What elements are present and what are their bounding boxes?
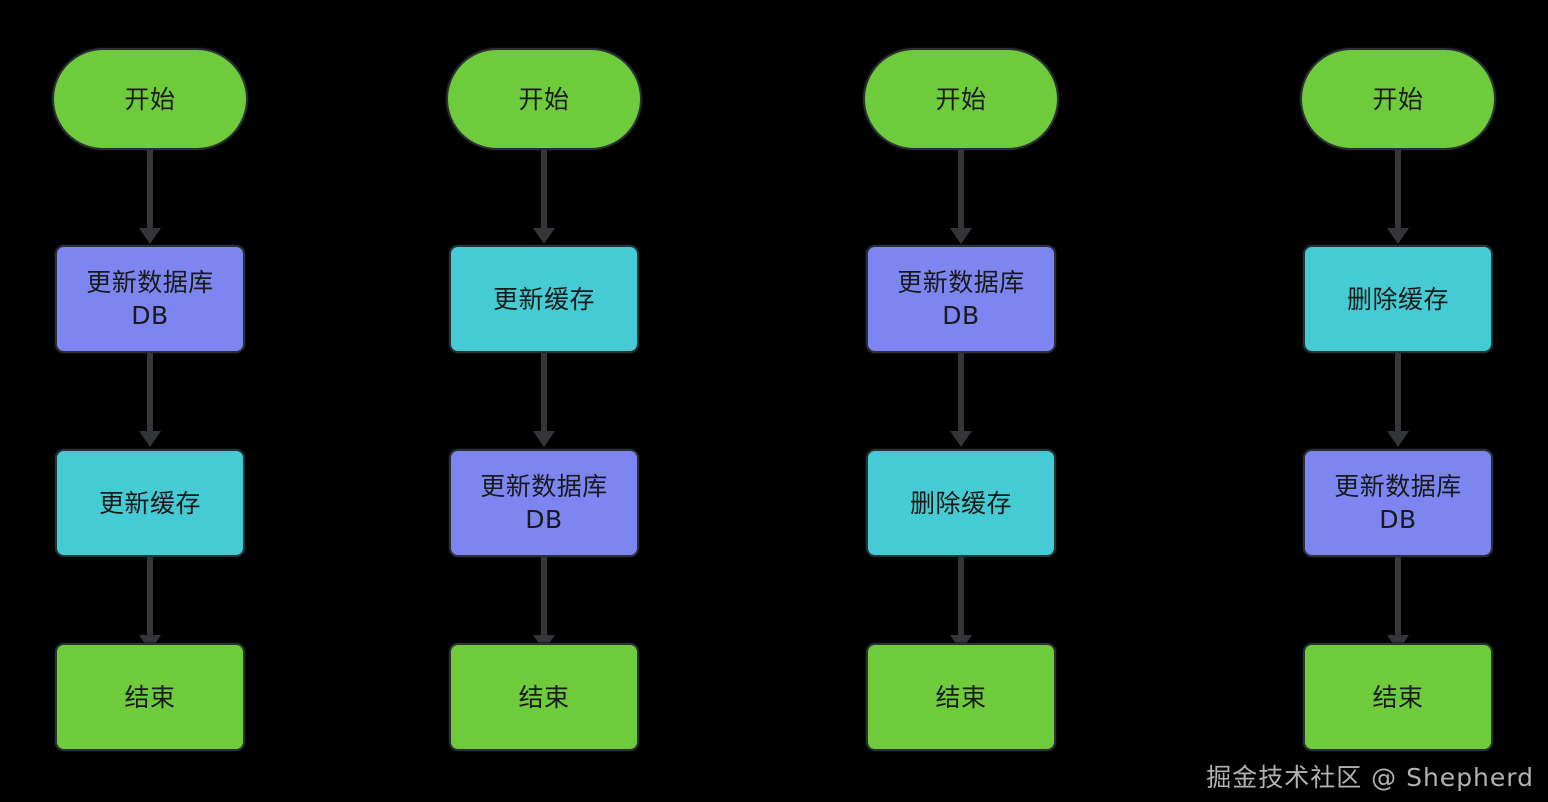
node-label: 开始 [1372, 84, 1424, 114]
node-label: 更新缓存 [98, 488, 201, 518]
watermark-text: 掘金技术社区 @ Shepherd [1206, 763, 1534, 792]
node-update-database[interactable]: 更新数据库 DB [449, 449, 639, 557]
node-end[interactable]: 结束 [866, 643, 1056, 751]
connector-arrow-line [541, 353, 547, 433]
node-end[interactable]: 结束 [1303, 643, 1493, 751]
connector-arrowhead-icon [1387, 431, 1409, 447]
connector-arrowhead-icon [533, 431, 555, 447]
node-label: 结束 [124, 682, 176, 712]
connector-arrowhead-icon [1387, 228, 1409, 244]
connector-arrow-line [1395, 557, 1401, 637]
connector-arrow-line [958, 557, 964, 637]
flow-column-1: 开始 更新数据库 DB 更新缓存 结束 [52, 0, 252, 802]
connector-arrow-line [541, 557, 547, 637]
node-update-database[interactable]: 更新数据库 DB [55, 245, 245, 353]
connector-arrowhead-icon [139, 431, 161, 447]
node-update-database[interactable]: 更新数据库 DB [866, 245, 1056, 353]
node-delete-cache[interactable]: 删除缓存 [866, 449, 1056, 557]
node-start[interactable]: 开始 [1300, 48, 1496, 150]
connector-arrowhead-icon [950, 228, 972, 244]
node-start[interactable]: 开始 [52, 48, 248, 150]
flow-column-3: 开始 更新数据库 DB 删除缓存 结束 [863, 0, 1063, 802]
node-update-cache[interactable]: 更新缓存 [55, 449, 245, 557]
node-end[interactable]: 结束 [449, 643, 639, 751]
node-label: 更新数据库 DB [480, 472, 608, 534]
connector-arrow-line [147, 353, 153, 433]
node-start[interactable]: 开始 [446, 48, 642, 150]
connector-arrow-line [1395, 150, 1401, 230]
connector-arrow-line [958, 353, 964, 433]
flow-column-4: 开始 删除缓存 更新数据库 DB 结束 [1300, 0, 1500, 802]
node-label: 开始 [124, 84, 176, 114]
node-label: 结束 [1372, 682, 1424, 712]
flow-column-2: 开始 更新缓存 更新数据库 DB 结束 [446, 0, 646, 802]
connector-arrow-line [541, 150, 547, 230]
connector-arrow-line [147, 150, 153, 230]
connector-arrow-line [1395, 353, 1401, 433]
node-update-cache[interactable]: 更新缓存 [449, 245, 639, 353]
node-delete-cache[interactable]: 删除缓存 [1303, 245, 1493, 353]
node-label: 更新缓存 [492, 284, 595, 314]
node-label: 结束 [518, 682, 570, 712]
connector-arrow-line [147, 557, 153, 637]
node-end[interactable]: 结束 [55, 643, 245, 751]
node-label: 删除缓存 [909, 488, 1012, 518]
connector-arrowhead-icon [950, 431, 972, 447]
node-label: 开始 [518, 84, 570, 114]
node-label: 更新数据库 DB [86, 268, 214, 330]
node-update-database[interactable]: 更新数据库 DB [1303, 449, 1493, 557]
node-label: 结束 [935, 682, 987, 712]
node-label: 更新数据库 DB [1334, 472, 1462, 534]
connector-arrow-line [958, 150, 964, 230]
node-start[interactable]: 开始 [863, 48, 1059, 150]
node-label: 更新数据库 DB [897, 268, 1025, 330]
connector-arrowhead-icon [533, 228, 555, 244]
connector-arrowhead-icon [139, 228, 161, 244]
node-label: 删除缓存 [1346, 284, 1449, 314]
node-label: 开始 [935, 84, 987, 114]
